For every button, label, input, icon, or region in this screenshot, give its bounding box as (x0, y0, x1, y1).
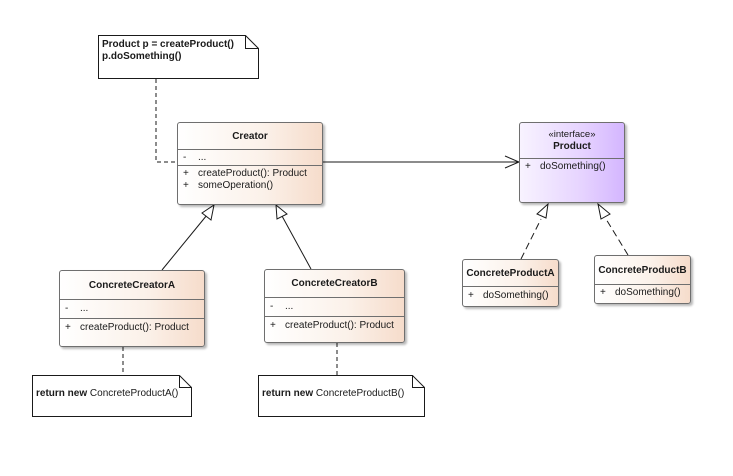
generalization-line-b (281, 215, 312, 270)
attribute-section: - ... (178, 150, 322, 166)
visibility-marker: + (525, 161, 531, 172)
class-concrete-product-b[interactable]: ConcreteProductB + doSomething() (594, 255, 691, 304)
operation-section: + createProduct(): Product (60, 319, 204, 335)
attribute-section: - ... (265, 298, 404, 317)
operation-section: + doSomething() (463, 287, 558, 303)
visibility-marker: + (183, 168, 189, 179)
attribute-text: ... (80, 303, 89, 314)
class-name: ConcreteCreatorB (265, 270, 404, 298)
class-concrete-creator-b[interactable]: ConcreteCreatorB - ... + createProduct()… (264, 269, 405, 343)
operation-row[interactable]: + someOperation() (178, 180, 322, 192)
note-shape (258, 375, 425, 417)
stereotype-label: «interface» (548, 129, 596, 140)
class-name: «interface» Product (520, 123, 624, 159)
interface-name: Product (553, 141, 591, 152)
visibility-marker: - (65, 303, 69, 314)
attribute-row[interactable]: - ... (178, 152, 322, 164)
note-shape (98, 35, 259, 79)
note-return-product-a[interactable]: return new ConcreteProductA() (32, 375, 192, 417)
class-name: ConcreteProductB (595, 256, 690, 285)
note-keyword: return new (36, 388, 88, 399)
operation-text: doSomething() (483, 290, 549, 301)
operation-section: + doSomething() (520, 159, 624, 174)
operation-row[interactable]: + createProduct(): Product (178, 168, 322, 180)
class-name: ConcreteProductA (463, 260, 558, 287)
realization-line-a (520, 218, 542, 260)
realization-arrow-a (536, 202, 549, 219)
operation-text: doSomething() (540, 161, 606, 172)
creator-note[interactable]: Product p = createProduct() p.doSomethin… (98, 35, 259, 79)
operation-section: + doSomething() (595, 285, 690, 300)
attribute-text: ... (198, 152, 207, 163)
note-keyword: return new (262, 388, 314, 399)
generalization-arrow-b (275, 203, 288, 220)
attribute-text: ... (285, 301, 294, 312)
visibility-marker: - (270, 301, 274, 312)
operation-section: + createProduct(): Product (265, 317, 404, 333)
visibility-marker: + (468, 290, 474, 301)
generalization-arrow-a (201, 203, 215, 221)
class-concrete-creator-a[interactable]: ConcreteCreatorA - ... + createProduct()… (59, 270, 205, 347)
operation-text: doSomething() (615, 287, 681, 298)
note-line: Product p = createProduct() (102, 39, 234, 50)
operation-row[interactable]: + doSomething() (463, 290, 558, 302)
attribute-row[interactable]: - ... (60, 303, 204, 315)
visibility-marker: + (183, 180, 189, 191)
visibility-marker: + (65, 322, 71, 333)
note-line: p.doSomething() (102, 51, 182, 62)
class-name: Creator (178, 123, 322, 150)
visibility-marker: + (600, 287, 606, 298)
operation-row[interactable]: + createProduct(): Product (60, 322, 204, 334)
creator-note-anchor (155, 79, 177, 163)
attribute-row[interactable]: - ... (265, 301, 404, 313)
class-concrete-product-a[interactable]: ConcreteProductA + doSomething() (462, 259, 559, 307)
class-name: ConcreteCreatorA (60, 271, 204, 300)
operation-text: createProduct(): Product (80, 322, 189, 333)
operation-row[interactable]: + doSomething() (595, 287, 690, 299)
attribute-section: - ... (60, 300, 204, 319)
generalization-line-a (161, 214, 208, 271)
operation-text: createProduct(): Product (198, 168, 307, 179)
operation-text: someOperation() (198, 180, 274, 191)
operation-text: createProduct(): Product (285, 320, 394, 331)
note-shape (32, 375, 192, 417)
note-return-product-b[interactable]: return new ConcreteProductB() (258, 375, 425, 417)
interface-product[interactable]: «interface» Product + doSomething() (519, 122, 625, 203)
operation-row[interactable]: + doSomething() (520, 161, 624, 173)
note-expression: ConcreteProductB() (315, 388, 405, 399)
visibility-marker: - (183, 152, 187, 163)
operation-section: + createProduct(): Product + someOperati… (178, 166, 322, 193)
visibility-marker: + (270, 320, 276, 331)
operation-row[interactable]: + createProduct(): Product (265, 320, 404, 332)
realization-arrow-b (597, 202, 611, 220)
note-expression: ConcreteProductA() (89, 388, 179, 399)
realization-line-b (605, 218, 629, 256)
class-creator[interactable]: Creator - ... + createProduct(): Product… (177, 122, 323, 205)
